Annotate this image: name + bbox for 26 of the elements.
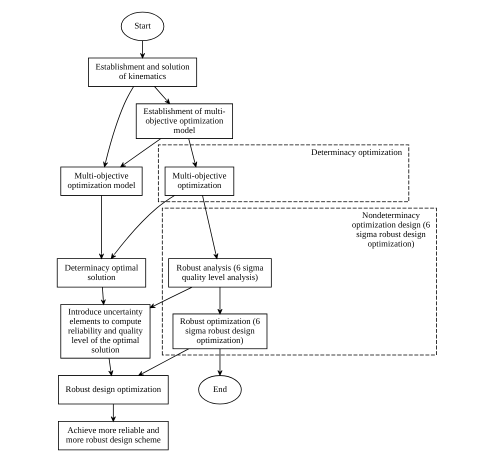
- arrow: [150, 286, 192, 308]
- arrow: [108, 357, 114, 376]
- arrow: [154, 86, 170, 104]
- node-ellipse: End: [198, 374, 242, 404]
- node-box: Robust analysis (6 sigma quality level analysis): [168, 258, 272, 287]
- node-box: Introduce uncertainty elements to compute reliability and quality level of the optimal solution: [60, 304, 150, 358]
- node-box: Robust design optimization: [58, 374, 169, 404]
- node-box: Multi-objective optimization model: [60, 166, 143, 196]
- node-ellipse: Start: [120, 11, 164, 40]
- arrow: [188, 138, 198, 167]
- node-box: Establishment and solution of kinematics: [88, 57, 198, 86]
- arrow: [110, 194, 175, 258]
- node-box: Establishment of multi-objective optimization model: [136, 102, 234, 138]
- arrow: [202, 194, 218, 258]
- node-box: Multi-objective optimization: [164, 166, 234, 196]
- arrow: [98, 194, 104, 258]
- arrow: [110, 403, 116, 422]
- arrow: [217, 348, 222, 376]
- node-box: Determinacy optimal solution: [56, 258, 146, 287]
- arrow: [138, 348, 190, 376]
- arrow: [140, 40, 146, 58]
- arrow: [217, 286, 222, 314]
- arrow: [100, 286, 106, 304]
- node-box: Robust optimization (6 sigma robust design optimization): [172, 313, 268, 349]
- node-box: Achieve more reliable and more robust design scheme: [58, 420, 169, 450]
- arrow: [103, 86, 134, 167]
